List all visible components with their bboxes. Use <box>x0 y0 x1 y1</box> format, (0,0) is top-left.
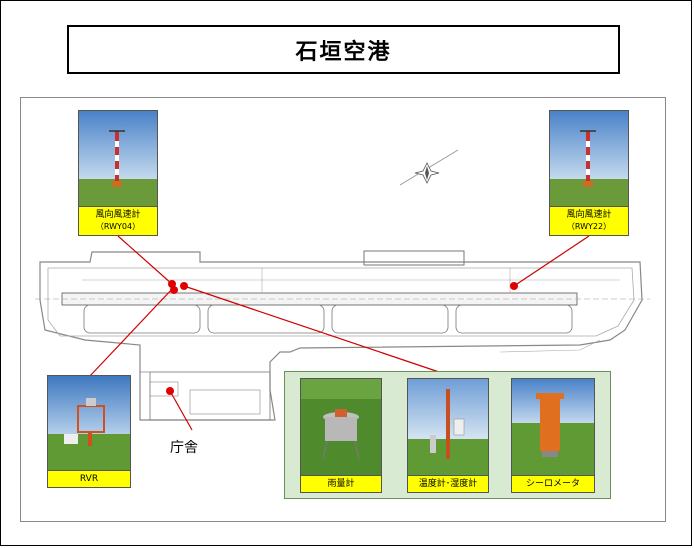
rvr-photo <box>48 376 130 473</box>
photo-label: 風向風速計 （RWY22） <box>550 206 628 235</box>
photo-card-anemometer-rwy22: 風向風速計 （RWY22） <box>549 110 629 236</box>
photo-label: 雨量計 <box>301 475 381 492</box>
label-name: 風向風速計 <box>566 210 612 220</box>
label-name: シーロメータ <box>525 478 580 489</box>
photo-label: RVR <box>48 470 130 487</box>
photo-label: 温度計･湿度計 <box>408 475 488 492</box>
anemometer-photo <box>550 111 628 209</box>
anemometer-photo <box>79 111 157 209</box>
label-sub: （RWY04） <box>95 222 141 231</box>
photo-card-thermo-hygrometer: 温度計･湿度計 <box>407 378 489 493</box>
photo-card-rain-gauge: 雨量計 <box>300 378 382 493</box>
label-sub: （RWY22） <box>566 222 612 231</box>
label-name: RVR <box>79 473 99 484</box>
label-name: 雨量計 <box>327 478 355 489</box>
label-name: 風向風速計 <box>95 210 141 220</box>
ceilometer-photo <box>512 379 594 478</box>
photo-card-rvr: RVR <box>47 375 131 488</box>
label-name: 温度計･湿度計 <box>418 478 478 489</box>
photo-card-ceilometer: シーロメータ <box>511 378 595 493</box>
rain-gauge-photo <box>301 379 381 478</box>
photo-label: 風向風速計 （RWY04） <box>79 206 157 235</box>
photo-card-anemometer-rwy04: 風向風速計 （RWY04） <box>78 110 158 236</box>
office-building-label: 庁舎 <box>170 440 198 456</box>
page-title: 石垣空港 <box>67 25 620 74</box>
thermo-hygrometer-photo <box>408 379 488 478</box>
photo-label: シーロメータ <box>512 475 594 492</box>
